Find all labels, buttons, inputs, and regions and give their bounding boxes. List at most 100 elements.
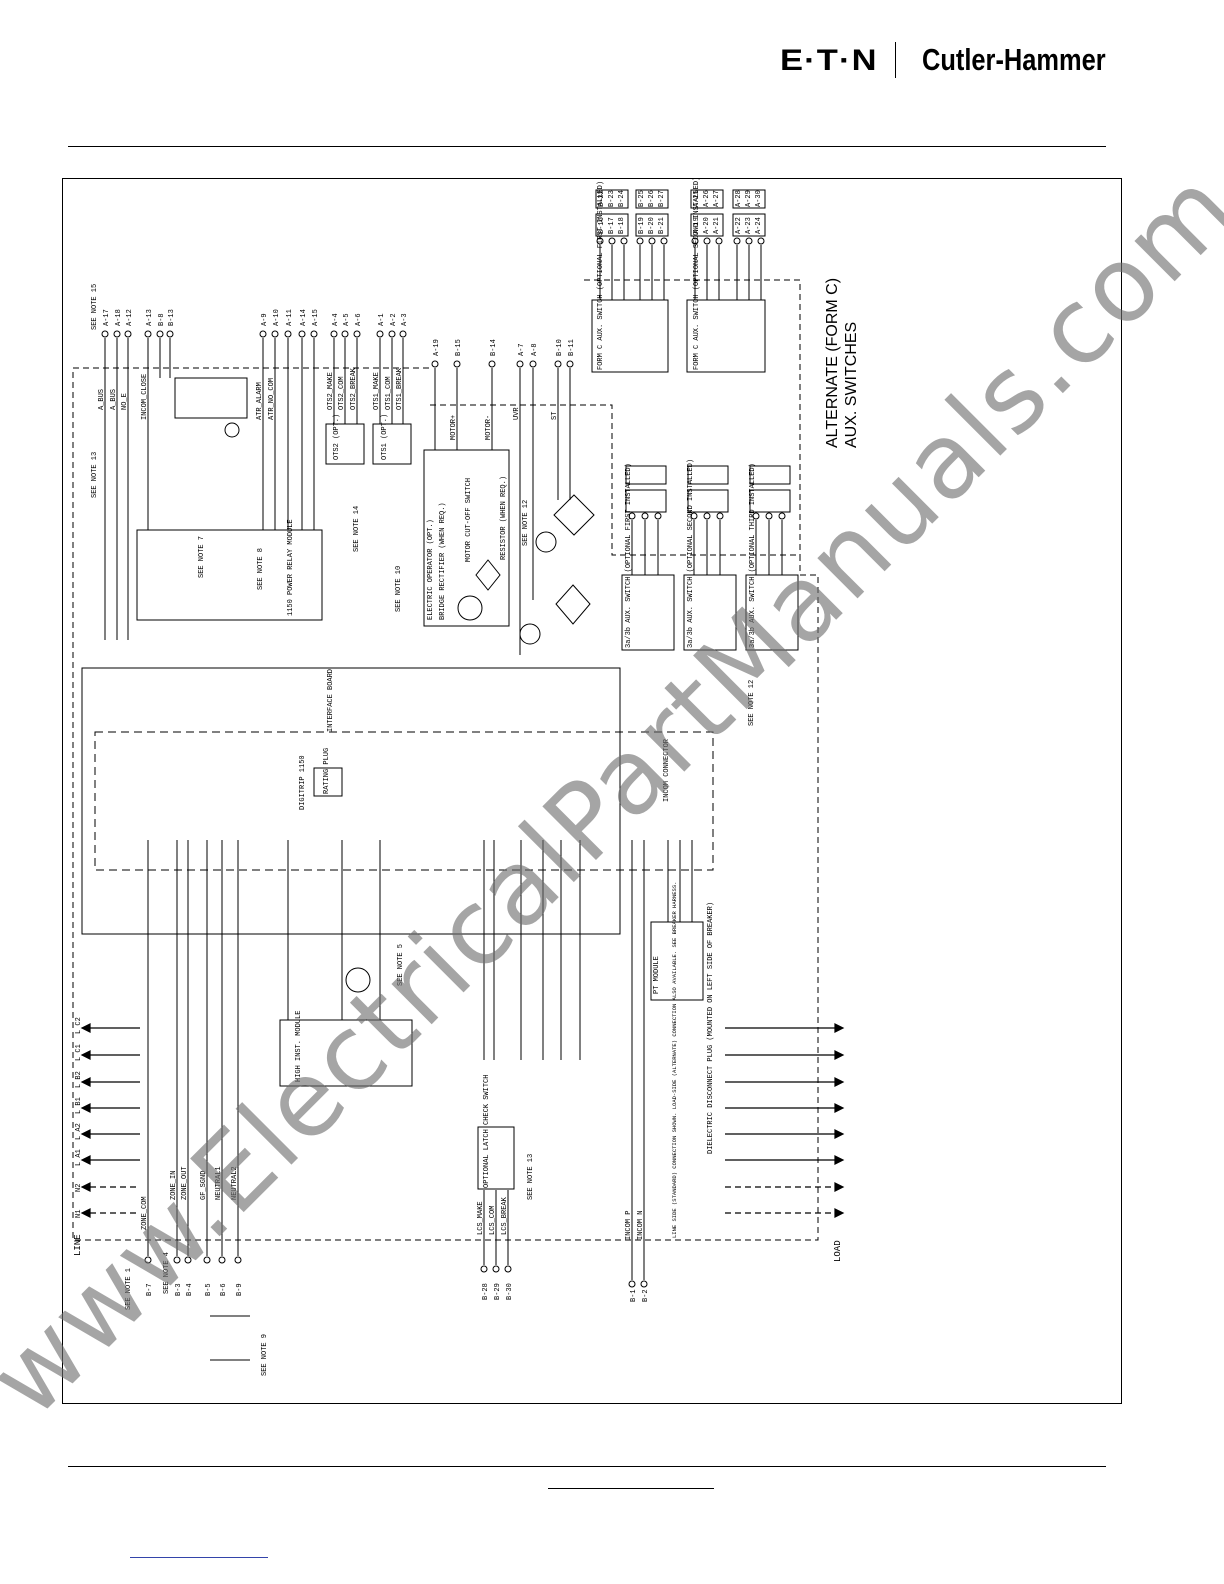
fc-term-5: B-23 [608, 190, 616, 207]
term-b9: B-9 [236, 1283, 244, 1296]
load-label: LOAD [833, 1240, 843, 1262]
term-a14: A-14 [300, 309, 308, 326]
fc-term-2: B-17 [608, 217, 616, 234]
sig-zone-in: ZONE_IN [170, 1171, 178, 1200]
motor-cutoff-label: MOTOR CUT-OFF SWITCH [465, 478, 473, 562]
sig-ots2-break: OTS2_BREAK [350, 367, 358, 410]
phase-lb2: L B2 [75, 1071, 83, 1088]
term-b13: B-13 [168, 309, 176, 326]
sig-atr-alarm: ATR_ALARM [256, 382, 264, 420]
term-a6: A-6 [355, 313, 363, 326]
note-8: SEE NOTE 8 [257, 548, 265, 590]
fc-term-8: B-20 [648, 217, 656, 234]
phase-lc2: L C2 [75, 1017, 83, 1034]
form-c2-label: FORM C AUX. SWITCH (OPTIONAL SECOND INST… [693, 177, 701, 370]
footer-rule [68, 1466, 1106, 1467]
digitrip-label: DIGITRIP 1150 [299, 755, 307, 810]
sig-zone-com: ZONE_COM [141, 1196, 149, 1230]
fc-term-18: A-27 [713, 190, 721, 207]
sig-incom-n: INCOM N [637, 1211, 645, 1240]
term-a7: A-7 [518, 343, 526, 356]
form-c1-label: FORM C AUX. SWITCH (OPTIONAL FIRST INSTA… [597, 181, 605, 370]
fc-term-14: A-20 [703, 217, 711, 234]
term-b14: B-14 [490, 339, 498, 356]
ots2-label: OTS2 (OPT.) [333, 414, 341, 460]
fc-term-21: A-24 [755, 217, 763, 234]
resistor-label: RESISTOR (WHEN REQ.) [500, 476, 508, 560]
term-a17: A-17 [103, 309, 111, 326]
note-9: SEE NOTE 9 [261, 1334, 269, 1376]
ots1-label: OTS1 (OPT.) [381, 414, 389, 460]
sig-lcs-break: LCS_BREAK [501, 1196, 509, 1235]
note-1: SEE NOTE 1 [125, 1268, 133, 1310]
fc-term-17: A-26 [703, 190, 711, 207]
term-b7: B-7 [146, 1283, 154, 1296]
term-b11: B-11 [568, 339, 576, 356]
sig-ots1-make: OTS1_MAKE [373, 372, 381, 410]
term-a4: A-4 [332, 313, 340, 326]
title-line-1: ALTERNATE (FORM C) [824, 278, 841, 448]
sig-neutral1: NEUTRAL1 [215, 1166, 223, 1200]
note-15: SEE NOTE 15 [91, 284, 99, 330]
incom-label: INCOM CONNECTOR [663, 738, 671, 802]
footer-link-underline[interactable] [130, 1557, 268, 1558]
term-b30: B-30 [506, 1283, 514, 1300]
diagram-frame [62, 178, 1122, 1404]
interface-board-label: INTERFACE BOARD [327, 669, 335, 732]
term-a11: A-11 [286, 309, 294, 326]
fc-term-16: A-25 [693, 190, 701, 207]
fc-term-22: A-28 [735, 190, 743, 207]
fc-term-7: B-19 [638, 217, 646, 234]
note-7: SEE NOTE 7 [198, 536, 206, 578]
aux-first-label: 3a/3b AUX. SWITCH (OPTIONAL FIRST INSTAL… [625, 463, 633, 648]
fc-term-23: A-29 [745, 190, 753, 207]
phase-la1: L A1 [75, 1149, 83, 1166]
fc-term-4: B-22 [598, 190, 606, 207]
sig-lcs-make: LCS_MAKE [477, 1201, 485, 1235]
note-13: SEE NOTE 13 [91, 452, 99, 498]
electric-operator-label: ELECTRIC OPERATOR (OPT.) [427, 519, 435, 620]
rating-plug-label: RATING PLUG [323, 748, 331, 794]
term-b4: B-4 [186, 1283, 194, 1296]
fc-term-10: B-25 [638, 190, 646, 207]
high-inst-label: HIGH INST. MODULE [295, 1011, 303, 1082]
term-a19: A-19 [433, 339, 441, 356]
sig-ots2-make: OTS2_MAKE [327, 372, 335, 410]
fc-term-9: B-21 [658, 217, 666, 234]
logo-separator [895, 42, 896, 78]
sig-atr-no-com: ATR_NO_COM [268, 378, 276, 420]
term-a2: A-2 [390, 313, 398, 326]
fc-term-20: A-23 [745, 217, 753, 234]
page-header: E·T·N Cutler-Hammer [0, 0, 1224, 150]
note-12b: SEE NOTE 12 [748, 680, 756, 726]
fc-term-15: A-21 [713, 217, 721, 234]
term-a9: A-9 [261, 313, 269, 326]
term-b5: B-5 [205, 1283, 213, 1296]
fc-term-6: B-24 [618, 190, 626, 207]
sig-incom-p: INCOM P [625, 1211, 633, 1240]
term-b2: B-2 [642, 1289, 650, 1302]
sig-abus-2: A_BUS [110, 389, 118, 410]
phase-n1: N1 [75, 1210, 83, 1218]
cutler-hammer-logo: Cutler-Hammer [922, 42, 1106, 77]
fc-term-3: B-18 [618, 217, 626, 234]
note-12: SEE NOTE 12 [522, 500, 530, 546]
term-a5: A-5 [343, 313, 351, 326]
sig-motor-plus: MOTOR+ [450, 415, 458, 440]
term-a10: A-10 [273, 309, 281, 326]
sig-noe: NO_E [121, 393, 129, 410]
fc-term-11: B-26 [648, 190, 656, 207]
term-b10: B-10 [556, 339, 564, 356]
aux-second-label: 3a/3b AUX. SWITCH (OPTIONAL SECOND INSTA… [687, 459, 695, 648]
dielectric-label: DIELECTRIC DISCONNECT PLUG (MOUNTED ON L… [707, 902, 715, 1154]
note-4: SEE NOTE 4 [163, 1252, 171, 1294]
term-a18: A-18 [115, 309, 123, 326]
term-b28: B-28 [482, 1283, 490, 1300]
sig-st: ST [551, 412, 559, 420]
term-a1: A-1 [378, 313, 386, 326]
title-line-2: AUX. SWITCHES [843, 322, 860, 448]
bridge-label: BRIDGE RECTIFIER (WHEN REQ.) [439, 502, 447, 620]
sig-abus-1: A_BUS [98, 389, 106, 410]
sig-neutral2: NEUTRAL2 [231, 1166, 239, 1200]
